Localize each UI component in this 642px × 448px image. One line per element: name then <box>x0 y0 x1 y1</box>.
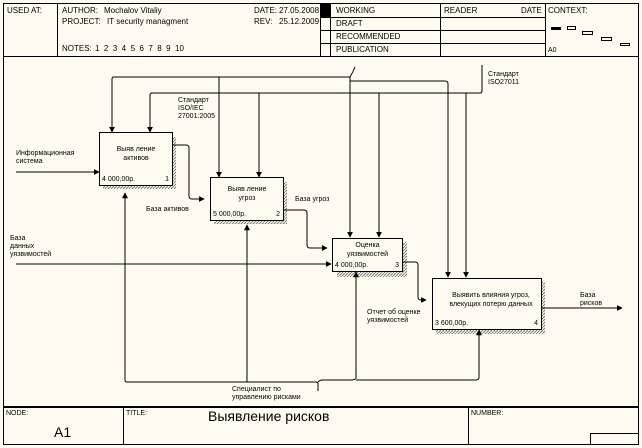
box-3-number: 3 <box>395 262 399 269</box>
activity-box-1[interactable]: Выяв ление активов 4 000,00р. 1 <box>99 132 173 186</box>
status-active-marker <box>320 3 330 17</box>
arrow-mechanism-to-box4 <box>356 329 482 381</box>
reader-date-label: DATE <box>521 6 542 15</box>
box-4-number: 4 <box>534 320 538 327</box>
number-label: NUMBER: <box>471 410 504 417</box>
label-vuln-report: Отчет об оценке уязвимостей <box>367 309 421 324</box>
box-4-line1: Выявить влияния угроз, <box>452 292 530 299</box>
arrow-control-to-box4-a <box>350 80 451 278</box>
status-recommended: RECOMMENDED <box>336 32 401 41</box>
box-3-line1: Оценка <box>355 242 380 249</box>
reader-label: READER <box>444 6 478 15</box>
divider <box>468 407 469 445</box>
divider <box>320 17 545 18</box>
node-value: A1 <box>54 424 72 440</box>
context-label: CONTEXT: <box>548 6 588 15</box>
node-label: NODE: <box>6 410 29 417</box>
context-box <box>582 31 593 35</box>
label-risks-base: База рисков <box>580 292 603 307</box>
status-publication: PUBLICATION <box>336 45 389 54</box>
arrow-control-outer <box>111 76 350 132</box>
divider <box>57 3 58 57</box>
rev-label: REV: <box>254 17 273 26</box>
date-label: DATE: <box>254 6 277 15</box>
box-3-line2: уязвимостей <box>346 251 389 258</box>
context-node: A0 <box>548 47 557 54</box>
activity-box-2[interactable]: Выяв ление угроз 5 000,00р. 2 <box>210 177 284 221</box>
arrow-vuln-report <box>403 261 427 303</box>
label-threats-base: База угроз <box>295 196 330 203</box>
status-draft: DRAFT <box>336 19 363 28</box>
author-value: Mochalov Vitaliy <box>104 6 162 15</box>
rev-value: 25.12.2009 <box>279 17 320 26</box>
notes-value: 1 2 3 4 5 6 7 8 9 10 <box>95 44 184 53</box>
number-box <box>590 433 639 445</box>
box-1-line1: Выяв ление <box>116 146 156 153</box>
box-1-cost: 4 000,00р. <box>102 176 136 183</box>
box-1-line2: активов <box>123 155 149 162</box>
label-standard-iso27011: Стандарт ISO27011 <box>488 71 520 86</box>
notes-label: NOTES: <box>62 44 92 53</box>
box-3-cost: 4 000,00р. <box>335 262 369 269</box>
used-at-label: USED AT: <box>7 6 42 15</box>
box-4-line2: влекущих потерю данных <box>449 301 533 308</box>
author-label: AUTHOR: <box>62 6 98 15</box>
project-value: IT security managment <box>107 17 189 26</box>
page-title: Выявление рисков <box>208 408 330 424</box>
arrow-control-inner <box>149 65 483 132</box>
box-2-line1: Выяв ление <box>227 186 267 193</box>
arrow-assets-base <box>172 144 205 202</box>
context-box <box>620 43 630 46</box>
title-label: TITLE: <box>126 410 148 417</box>
project-label: PROJECT: <box>62 17 101 26</box>
context-box <box>567 26 576 30</box>
arrow-control-jog <box>349 66 356 78</box>
arrow-mechanism-to-box3 <box>317 271 359 383</box>
box-1-number: 1 <box>165 176 169 183</box>
diagram-frame <box>3 57 639 407</box>
footer-frame <box>3 407 639 445</box>
box-2-cost: 5 000,00р. <box>213 211 247 218</box>
label-risk-specialist: Специалист по управлению рисками <box>232 386 301 401</box>
label-vuln-db: База данных уязвимостей <box>10 235 52 258</box>
label-standard-iso27001: Стандарт ISO/IEC 27001:2005 <box>178 97 215 120</box>
divider <box>320 30 545 31</box>
box-4-cost: 3 600,00р. <box>435 320 469 327</box>
activity-box-4[interactable]: Выявить влияния угроз, влекущих потерю д… <box>432 278 542 330</box>
date-value: 27.05.2008 <box>279 6 320 15</box>
status-working: WORKING <box>336 6 376 15</box>
divider <box>320 43 545 44</box>
label-assets-base: База активов <box>146 206 189 213</box>
box-2-number: 2 <box>276 211 280 218</box>
context-box <box>601 37 612 41</box>
divider <box>545 3 546 57</box>
arrow-mechanism-to-box1 <box>122 192 319 391</box>
arrow-threats-base <box>283 209 328 251</box>
divider <box>123 407 124 445</box>
label-info-system: Информационная система <box>16 150 75 165</box>
box-2-line2: угроз <box>238 195 256 202</box>
context-box-active <box>551 27 561 30</box>
activity-box-3[interactable]: Оценка уязвимостей 4 000,00р. 3 <box>332 238 403 272</box>
